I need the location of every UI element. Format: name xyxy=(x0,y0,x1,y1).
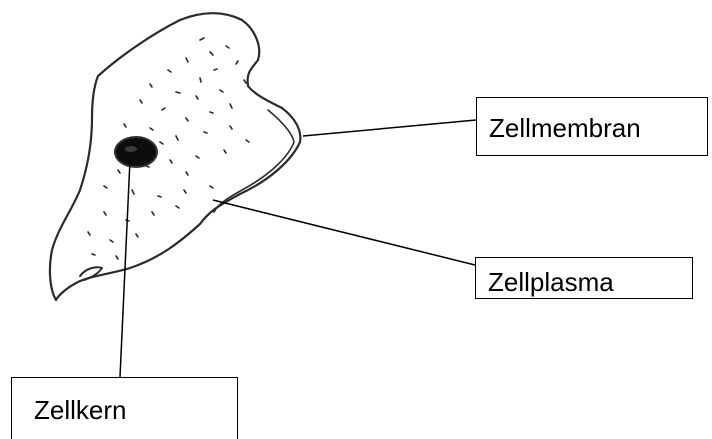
cell-membrane-inner xyxy=(213,109,295,213)
label-membrane: Zellmembran xyxy=(489,113,641,143)
leader-line-membrane xyxy=(302,119,477,137)
cytoplasm-dots xyxy=(87,37,250,260)
cell-outline xyxy=(48,12,302,302)
label-box-plasma: Zellplasma xyxy=(475,257,693,299)
cell-notch xyxy=(79,266,103,281)
leader-line-plasma xyxy=(212,199,476,266)
label-box-membrane: Zellmembran xyxy=(476,97,708,156)
label-plasma: Zellplasma xyxy=(488,267,614,297)
label-nucleus: Zellkern xyxy=(34,395,127,425)
leader-lines xyxy=(119,119,477,378)
leader-line-nucleus xyxy=(119,159,131,378)
nucleus-highlight xyxy=(125,146,137,152)
cell-nucleus xyxy=(114,136,158,168)
cell-drawing xyxy=(48,12,302,302)
label-box-nucleus: Zellkern xyxy=(11,377,238,439)
